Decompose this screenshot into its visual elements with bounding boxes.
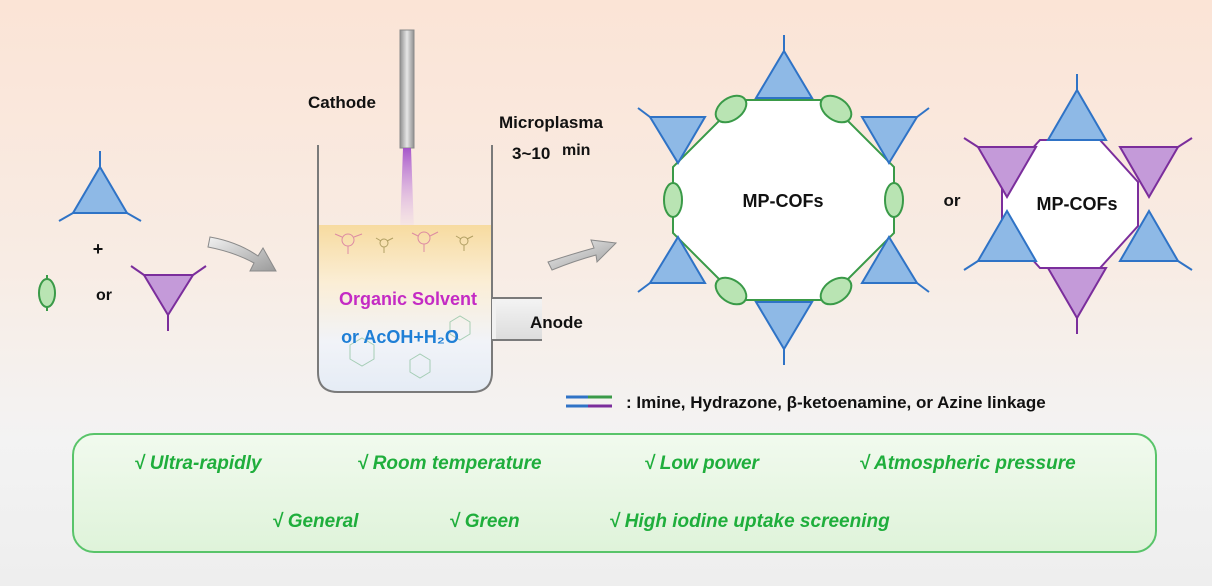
or-label-left: or (96, 287, 112, 304)
plasma-jet (400, 148, 414, 230)
anode-tube (492, 297, 542, 341)
organic-solvent-label: Organic Solvent (339, 289, 477, 309)
reactor-vessel (317, 145, 496, 393)
plus-sign: + (93, 239, 104, 259)
feature-low-power: √ Low power (644, 453, 759, 474)
or-label-middle: or (944, 191, 961, 210)
cathode-needle (399, 29, 415, 149)
feature-room-temperature: √ Room temperature (357, 453, 542, 474)
feature-general: √ General (272, 511, 359, 532)
reaction-arrow-right (547, 239, 618, 271)
anode-label: Anode (530, 313, 583, 332)
reactant-purple-triangle (130, 265, 207, 331)
reactant-blue-triangle (58, 151, 142, 222)
feature-iodine-uptake: √ High iodine uptake screening (609, 511, 890, 532)
cathode-label: Cathode (308, 93, 376, 112)
feature-ultra-rapidly: √ Ultra-rapidly (134, 453, 262, 474)
reactant-green-linker (38, 275, 56, 311)
feature-green: √ Green (449, 511, 520, 532)
reaction-arrow-left (207, 236, 277, 272)
molecule-sketches (334, 231, 474, 379)
product-label-2: MP-COFs (1037, 194, 1118, 214)
reaction-time-value: 3~10 (512, 144, 550, 163)
microplasma-label: Microplasma (499, 113, 603, 132)
feature-atmospheric-pressure: √ Atmospheric pressure (859, 453, 1076, 474)
cof-framework-hexagonal (637, 35, 930, 365)
linkage-legend-text: : Imine, Hydrazone, β-ketoenamine, or Az… (626, 393, 1046, 412)
reaction-time-unit: min (562, 142, 590, 159)
acetic-acid-water-label: or AcOH+H₂O (341, 327, 459, 347)
cof-framework-mixed (963, 74, 1193, 334)
linkage-legend-swatch (566, 395, 612, 408)
product-label-1: MP-COFs (743, 191, 824, 211)
features-panel: √ Ultra-rapidly √ Room temperature √ Low… (72, 433, 1157, 553)
